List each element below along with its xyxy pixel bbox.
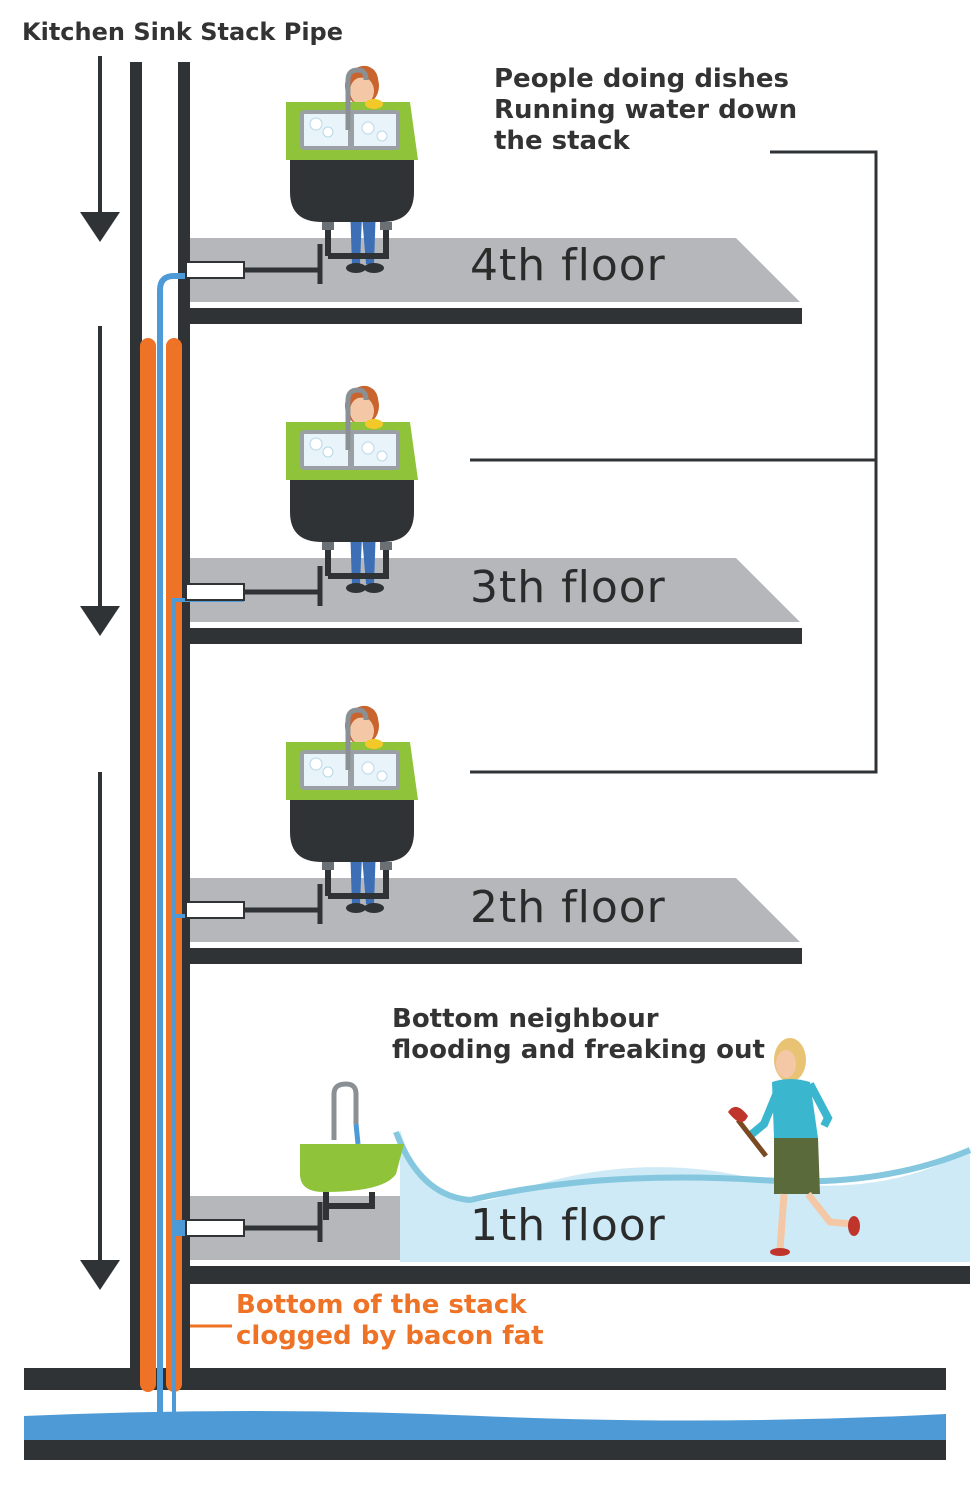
- neighbour-note: Bottom neighbour flooding and freaking o…: [392, 1004, 765, 1066]
- floor-beam-1: [186, 1266, 970, 1284]
- neighbour-with-plunger-icon: [728, 1038, 860, 1256]
- dishwashing-note-line-1: People doing dishes: [494, 64, 789, 94]
- dishwashing-note: People doing dishes Running water down t…: [494, 64, 797, 158]
- floor-beam-2: [186, 948, 802, 964]
- clog-note-line-1: Bottom of the stack: [236, 1290, 527, 1320]
- water-flow-line: [157, 273, 244, 1420]
- down-arrow-icon: [80, 606, 120, 636]
- stack-pipe-left-wall: [130, 62, 142, 1370]
- neighbour-note-line-2: flooding and freaking out: [392, 1035, 765, 1066]
- floor-beam-4: [186, 308, 802, 324]
- plunger-handle: [736, 1118, 768, 1158]
- clog-note-line-2: clogged by bacon fat: [236, 1321, 544, 1352]
- dishwashing-note-line-3: the stack: [494, 126, 630, 157]
- floor-beam-3: [186, 628, 802, 644]
- neighbour-arm-back: [806, 1082, 833, 1128]
- branch-inlet-4: [185, 261, 245, 279]
- neighbour-legs: [776, 1191, 853, 1251]
- flood-water: [400, 1130, 970, 1262]
- neighbour-note-line-1: Bottom neighbour: [392, 1004, 659, 1034]
- neighbour-shoe-2: [848, 1216, 860, 1236]
- ground-slab: [24, 1368, 946, 1390]
- neighbour-shoe-1: [770, 1248, 790, 1256]
- neighbour-face: [776, 1050, 796, 1078]
- plunger-cup: [728, 1106, 748, 1123]
- down-arrow-icon: [80, 212, 120, 242]
- grease-lining-left: [140, 338, 156, 1392]
- callout-bracket: [470, 150, 878, 774]
- floor-label-1: 1th floor: [470, 1200, 666, 1251]
- floor-label-3: 3th floor: [470, 562, 666, 613]
- neighbour-skirt: [774, 1138, 820, 1194]
- branch-inlet-1: [185, 1219, 245, 1237]
- overflowing-sink: [300, 1081, 404, 1220]
- foundation-slab: [24, 1440, 946, 1460]
- faucet-icon: [331, 1081, 359, 1140]
- flood-wave-crest: [393, 1130, 971, 1204]
- branch-inlet-2: [185, 901, 245, 919]
- ground-water: [24, 1411, 946, 1440]
- neighbour-top: [772, 1079, 818, 1138]
- dishwashing-note-line-2: Running water down: [494, 95, 798, 126]
- sink-basin: [300, 1144, 404, 1192]
- branch-inlet-3: [185, 583, 245, 601]
- diagram-title: Kitchen Sink Stack Pipe: [22, 18, 344, 46]
- neighbour-arm-front: [749, 1088, 782, 1138]
- down-arrow-icon: [80, 1260, 120, 1290]
- sink-drain: [323, 1192, 375, 1220]
- faucet-stream: [353, 1123, 361, 1145]
- floor-label-4: 4th floor: [470, 240, 666, 291]
- floor-label-2: 2th floor: [470, 882, 666, 933]
- clog-note: Bottom of the stack clogged by bacon fat: [236, 1290, 544, 1352]
